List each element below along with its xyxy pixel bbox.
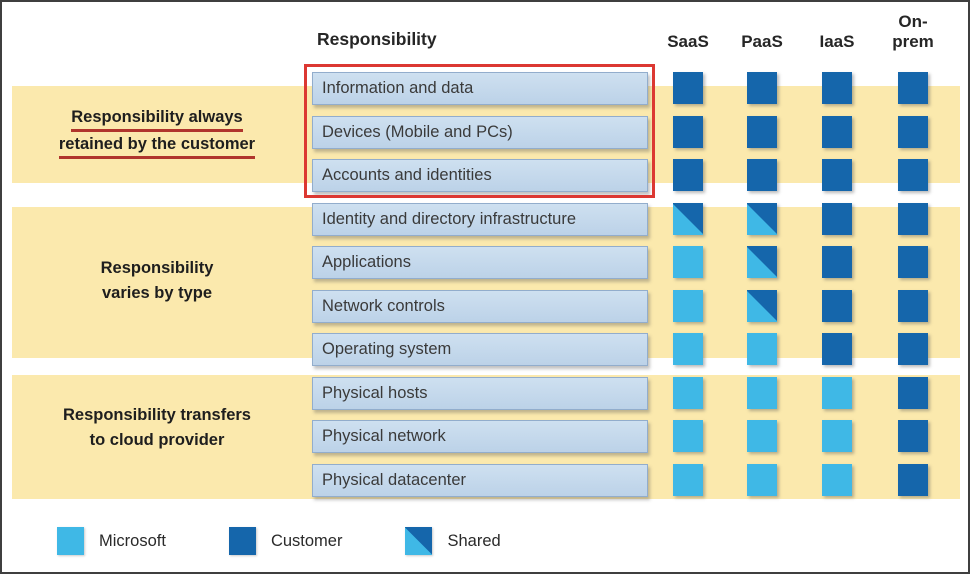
matrix-cell-onprem-physical-hosts-customer	[898, 376, 928, 409]
matrix-cell-paas-physical-datacenter-microsoft	[747, 463, 777, 496]
matrix-cell-paas-operating-system-microsoft	[747, 333, 777, 365]
row-bar-physical-hosts: Physical hosts	[312, 376, 648, 410]
matrix-cell-onprem-operating-system-customer	[898, 333, 928, 365]
responsibility-column-title: Responsibility	[317, 29, 437, 49]
group-label-line: Responsibility	[100, 259, 214, 277]
row-bar-operating-system: Operating system	[312, 333, 648, 366]
group-label-varies-by-type: Responsibility varies by type	[14, 256, 300, 306]
matrix-cell-onprem-physical-network-customer	[898, 420, 928, 452]
row-label: Applications	[322, 253, 411, 271]
column-header-paas: PaaS	[741, 32, 783, 51]
matrix-cell-onprem-physical-datacenter-customer	[898, 463, 928, 496]
matrix-cell-saas-accounts-and-identities-customer	[673, 159, 703, 191]
legend-label: Customer	[270, 531, 343, 550]
matrix-cell-onprem-network-controls-customer	[898, 289, 928, 322]
matrix-cell-saas-network-controls-microsoft	[673, 289, 703, 322]
matrix-cell-iaas-applications-customer	[822, 246, 852, 278]
matrix-cell-onprem-devices-mobile-and-pcs-customer	[898, 115, 928, 148]
legend-swatch-microsoft	[57, 527, 84, 555]
matrix-cell-iaas-information-and-data-customer	[822, 72, 852, 104]
row-label: Operating system	[322, 340, 452, 358]
matrix-cell-saas-information-and-data-customer	[673, 72, 703, 104]
matrix-cell-paas-physical-hosts-microsoft	[747, 376, 777, 409]
group-label-line: Responsibility always	[71, 106, 243, 132]
group-label-line: Responsibility transfers	[63, 406, 251, 424]
legend-label: Shared	[447, 531, 501, 550]
matrix-cell-saas-applications-microsoft	[673, 246, 703, 278]
row-label: Identity and directory infrastructure	[322, 209, 577, 228]
row-label: Physical datacenter	[322, 470, 466, 489]
matrix-cell-saas-physical-hosts-microsoft	[673, 376, 703, 409]
matrix-cell-paas-information-and-data-customer	[747, 72, 777, 104]
legend-item-microsoft: Microsoft	[57, 527, 166, 555]
row-bar-physical-network: Physical network	[312, 420, 648, 453]
matrix-cell-iaas-identity-and-directory-infrastructure-customer	[822, 202, 852, 235]
group-label-line: retained by the customer	[58, 133, 256, 159]
row-label: Accounts and identities	[322, 166, 492, 184]
column-header-saas: SaaS	[667, 32, 709, 51]
row-label: Physical hosts	[322, 383, 428, 402]
matrix-cell-saas-devices-mobile-and-pcs-customer	[673, 115, 703, 148]
row-bar-identity-and-directory-infrastructure: Identity and directory infrastructure	[312, 202, 648, 236]
matrix-cell-iaas-devices-mobile-and-pcs-customer	[822, 115, 852, 148]
row-bar-applications: Applications	[312, 246, 648, 279]
matrix-cell-iaas-accounts-and-identities-customer	[822, 159, 852, 191]
matrix-cell-onprem-identity-and-directory-infrastructure-customer	[898, 202, 928, 235]
matrix-cell-saas-physical-datacenter-microsoft	[673, 463, 703, 496]
legend-item-shared: Shared	[405, 527, 501, 555]
matrix-cell-saas-identity-and-directory-infrastructure-shared	[673, 202, 703, 235]
row-bar-devices-mobile-and-pcs: Devices (Mobile and PCs)	[312, 115, 648, 149]
row-bar-physical-datacenter: Physical datacenter	[312, 463, 648, 497]
group-label-transfers-to-cloud-provider: Responsibility transfers to cloud provid…	[14, 403, 300, 453]
matrix-cell-paas-network-controls-shared	[747, 289, 777, 322]
matrix-cell-saas-operating-system-microsoft	[673, 333, 703, 365]
row-label: Network controls	[322, 296, 445, 315]
matrix-cell-paas-applications-shared	[747, 246, 777, 278]
row-bar-accounts-and-identities: Accounts and identities	[312, 159, 648, 192]
group-label-retained-by-customer: Responsibility always retained by the cu…	[14, 105, 300, 159]
row-bar-information-and-data: Information and data	[312, 72, 648, 105]
matrix-cell-iaas-operating-system-customer	[822, 333, 852, 365]
row-label: Information and data	[322, 79, 474, 97]
matrix-cell-paas-devices-mobile-and-pcs-customer	[747, 115, 777, 148]
matrix-cell-paas-accounts-and-identities-customer	[747, 159, 777, 191]
group-label-line: varies by type	[101, 284, 213, 302]
column-header-iaas: IaaS	[819, 32, 855, 51]
matrix-cell-iaas-physical-hosts-microsoft	[822, 376, 852, 409]
matrix-cell-iaas-physical-datacenter-microsoft	[822, 463, 852, 496]
legend-swatch-shared	[405, 527, 433, 555]
row-label: Devices (Mobile and PCs)	[322, 122, 513, 141]
legend: Microsoft Customer Shared	[57, 527, 564, 555]
matrix-cell-onprem-applications-customer	[898, 246, 928, 278]
group-label-line: to cloud provider	[89, 431, 225, 449]
column-header-on-prem: On-prem	[892, 12, 934, 51]
row-bar-network-controls: Network controls	[312, 289, 648, 323]
matrix-cell-iaas-network-controls-customer	[822, 289, 852, 322]
matrix-cell-paas-identity-and-directory-infrastructure-shared	[747, 202, 777, 235]
matrix-cell-onprem-accounts-and-identities-customer	[898, 159, 928, 191]
matrix-cell-paas-physical-network-microsoft	[747, 420, 777, 452]
legend-label: Microsoft	[99, 531, 166, 550]
matrix-cell-iaas-physical-network-microsoft	[822, 420, 852, 452]
legend-item-customer: Customer	[228, 527, 343, 555]
matrix-cell-saas-physical-network-microsoft	[673, 420, 703, 452]
matrix-cell-onprem-information-and-data-customer	[898, 72, 928, 104]
legend-swatch-customer	[228, 527, 256, 555]
row-label: Physical network	[322, 427, 446, 445]
